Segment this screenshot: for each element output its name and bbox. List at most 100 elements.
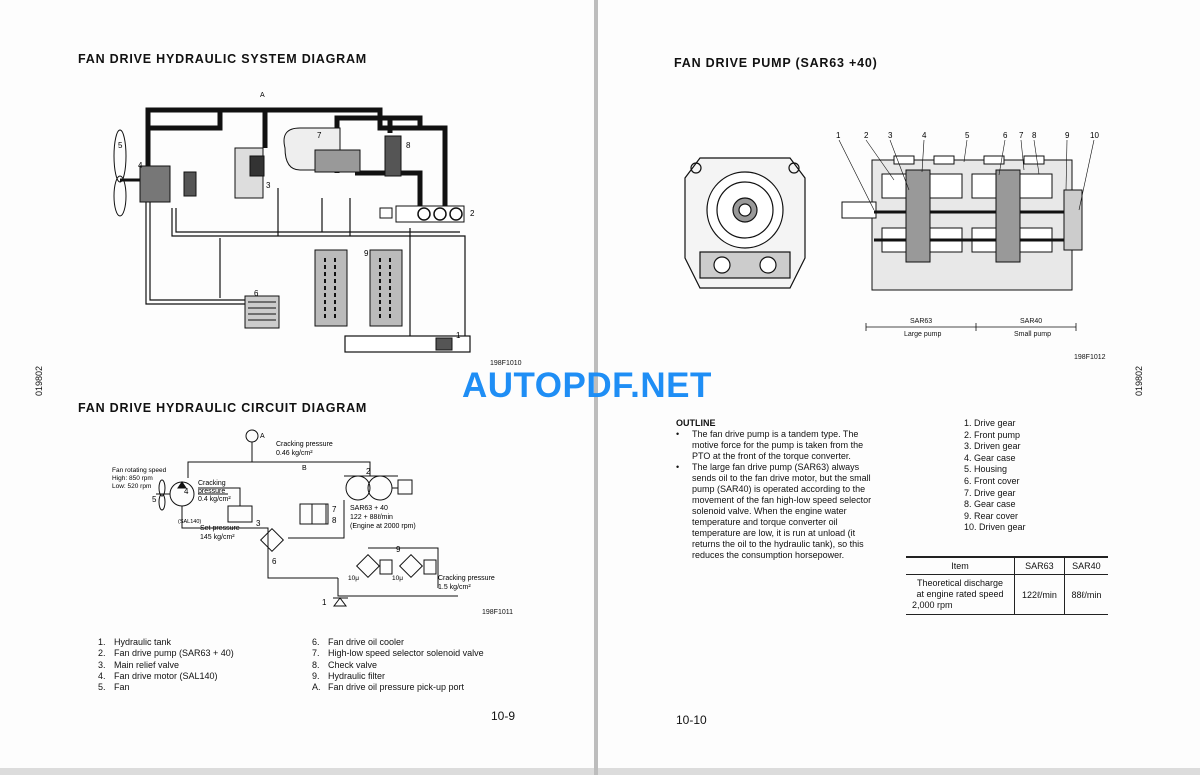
circuit-figure-code: 198F1011	[482, 609, 514, 616]
table-header: SAR63	[1014, 556, 1065, 575]
legend-item: 6.Fan drive oil cooler	[312, 637, 405, 647]
circuit-pump-2: 122 + 88ℓ/min	[350, 514, 393, 521]
circuit-crack-b-1: Cracking	[198, 480, 226, 487]
table-row: Theoretical discharge at engine rated sp…	[906, 574, 1108, 615]
parts-list-item: 9. Rear cover	[964, 510, 1019, 521]
outline-section: OUTLINE •The fan drive pump is a tandem …	[676, 418, 882, 561]
circuit-crack-b-3: 0.4 kg/cm²	[198, 496, 231, 503]
pump-front-view	[684, 157, 806, 289]
legend-item: 3.Main relief valve	[98, 659, 180, 670]
dim-large-label: SAR63	[910, 318, 933, 325]
table-cell: 88ℓ/min	[1063, 574, 1108, 615]
dim-large-desc: Large pump	[904, 331, 942, 338]
pump-section-view: 1 2 3 4 5 6 7 8 9 10	[836, 131, 1099, 331]
system-label-7: 7	[317, 131, 322, 140]
table-header: SAR40	[1063, 556, 1108, 575]
pump-title: FAN DRIVE PUMP (SAR63 +40)	[674, 56, 878, 70]
system-label-5: 5	[118, 141, 123, 150]
system-label-1: 1	[456, 331, 461, 340]
circuit-diagram: A Cracking pressure 0.46 kg/cm² Fan rota…	[112, 429, 495, 607]
left-page: FAN DRIVE HYDRAULIC SYSTEM DIAGRAM	[0, 0, 594, 768]
system-label-8: 8	[406, 141, 411, 150]
pump-callout-3: 3	[888, 131, 893, 140]
pump-callout-5: 5	[965, 131, 970, 140]
pump-callout-10: 10	[1090, 131, 1099, 140]
system-label-3: 3	[266, 181, 271, 190]
circuit-label-3: 3	[256, 519, 261, 528]
outline-bullet: •The fan drive pump is a tandem type. Th…	[676, 429, 864, 461]
right-side-code: 019802	[1134, 365, 1144, 396]
circuit-label-5: 5	[152, 495, 157, 504]
parts-list-item: 6. Front cover	[964, 475, 1020, 486]
pump-callout-6: 6	[1003, 131, 1008, 140]
system-diagram-title: FAN DRIVE HYDRAULIC SYSTEM DIAGRAM	[78, 52, 368, 66]
pump-callout-2: 2	[864, 131, 869, 140]
legend-column-2: 6.Fan drive oil cooler 7.High-low speed …	[312, 637, 562, 693]
page-gutter	[594, 0, 598, 775]
dim-small-label: SAR40	[1020, 318, 1043, 325]
circuit-fan-speed-3: Low: 520 rpm	[112, 483, 151, 490]
parts-list-item: 1. Drive gear	[964, 418, 1016, 428]
system-label-a: A	[260, 92, 265, 99]
pump-callout-4: 4	[922, 131, 927, 140]
legend-item: 8.Check valve	[312, 659, 378, 670]
pump-figure-code: 198F1012	[1074, 354, 1106, 361]
circuit-label-8: 8	[332, 516, 337, 525]
circuit-label-6: 6	[272, 557, 277, 566]
system-label-9: 9	[364, 249, 369, 258]
circuit-motor-label: (SAL140)	[178, 519, 201, 525]
table-header: Item	[906, 556, 1015, 575]
right-page: FAN DRIVE PUMP (SAR63 +40)	[598, 0, 1200, 768]
system-label-6: 6	[254, 289, 259, 298]
circuit-pump-3: (Engine at 2000 rpm)	[350, 523, 416, 530]
circuit-label-7: 7	[332, 505, 337, 514]
legend-item: 2.Fan drive pump (SAR63 + 40)	[98, 648, 234, 659]
circuit-crack-b-2: pressure	[198, 488, 225, 495]
circuit-diagram-title: FAN DRIVE HYDRAULIC CIRCUIT DIAGRAM	[78, 401, 368, 415]
circuit-crack-a-1: Cracking pressure	[276, 441, 333, 448]
parts-list-item: 8. Gear case	[964, 499, 1016, 510]
left-side-code: 019802	[34, 365, 44, 396]
outline-heading: OUTLINE	[676, 418, 716, 428]
circuit-label-2: 2	[366, 467, 371, 476]
circuit-label-b: B	[302, 465, 307, 472]
left-page-number: 10-9	[491, 709, 516, 723]
system-figure-code: 198F1010	[490, 360, 522, 367]
parts-list-item: 10. Driven gear	[964, 522, 1026, 533]
table-cell: Theoretical discharge at engine rated sp…	[906, 574, 1015, 615]
parts-list-item: 7. Drive gear	[964, 487, 1016, 498]
pump-callout-9: 9	[1065, 131, 1070, 140]
legend-item: 9.Hydraulic filter	[312, 670, 386, 681]
legend-item: A.Fan drive oil pressure pick-up port	[312, 682, 465, 693]
circuit-pump-1: SAR63 + 40	[350, 505, 388, 512]
system-label-4: 4	[138, 161, 143, 170]
circuit-filter-2: 10μ	[392, 575, 403, 582]
circuit-label-1: 1	[322, 598, 327, 607]
circuit-fan-speed-2: High: 850 rpm	[112, 475, 153, 482]
legend-item: 4.Fan drive motor (SAL140)	[98, 670, 218, 681]
circuit-set-1: Set pressure	[200, 525, 240, 532]
circuit-label-a: A	[260, 433, 265, 440]
parts-list-item: 4. Gear case	[964, 452, 1016, 463]
circuit-crack-c-2: 1.5 kg/cm²	[438, 584, 471, 591]
pump-callout-7: 7	[1019, 131, 1024, 140]
legend-column-1: 1.Hydraulic tank 2.Fan drive pump (SAR63…	[98, 637, 308, 693]
watermark: AUTOPDF.NET	[462, 366, 712, 405]
circuit-crack-a-2: 0.46 kg/cm²	[276, 450, 313, 457]
system-label-2: 2	[470, 209, 475, 218]
legend-item: 5.Fan	[98, 682, 130, 693]
parts-list-item: 5. Housing	[964, 464, 1008, 475]
circuit-label-9: 9	[396, 545, 401, 554]
right-page-number: 10-10	[676, 713, 707, 727]
circuit-crack-c-1: Cracking pressure	[438, 575, 495, 582]
dim-small-desc: Small pump	[1014, 331, 1051, 338]
parts-list-item: 2. Front pump	[964, 429, 1021, 440]
circuit-set-2: 145 kg/cm²	[200, 534, 235, 541]
spec-table: Item SAR63 SAR40 Theoretical discharge a…	[906, 556, 1108, 615]
parts-list: 1. Drive gear 2. Front pump 3. Driven ge…	[964, 418, 1026, 534]
pump-callout-8: 8	[1032, 131, 1037, 140]
pump-callout-1: 1	[836, 131, 841, 140]
legend-item: 7.High-low speed selector solenoid valve	[312, 648, 484, 659]
table-cell: 122ℓ/min	[1014, 574, 1065, 615]
circuit-label-4: 4	[184, 487, 189, 496]
